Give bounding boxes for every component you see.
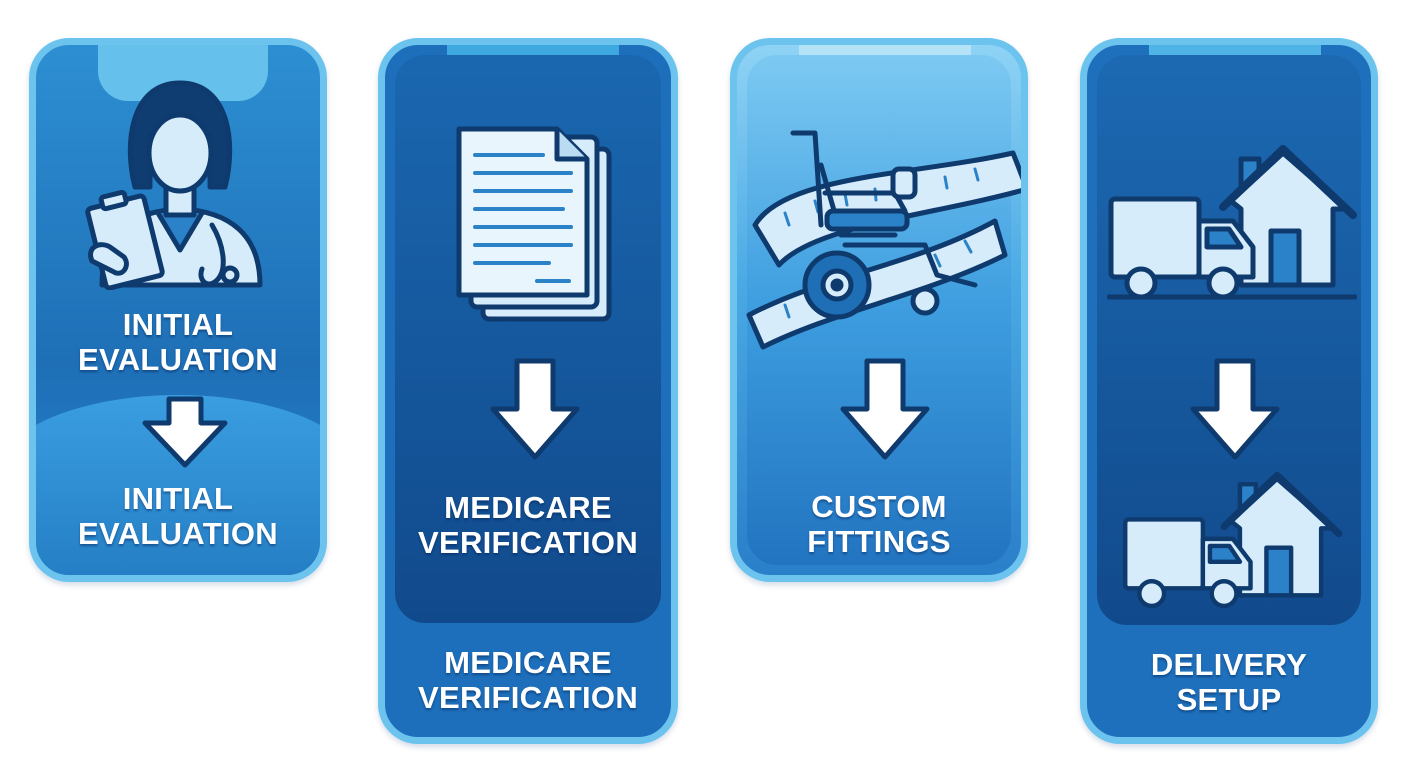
step-title-lower: DELIVERY SETUP xyxy=(1150,647,1308,717)
wheelchair-measuring-tape-icon xyxy=(746,130,1021,350)
step-title-upper: CUSTOM FITTINGS xyxy=(807,489,951,559)
step-card-initial-evaluation: INITIAL EVALUATION INITIAL EVALUATION xyxy=(29,38,327,582)
step-card-custom-fittings: CUSTOM FITTINGS xyxy=(730,38,1028,582)
step-title-upper: MEDICARE VERIFICATION xyxy=(417,490,639,560)
arrow-down-icon xyxy=(1190,358,1280,460)
arrow-down-icon xyxy=(490,358,580,460)
step-card-medicare-verification: MEDICARE VERIFICATION MEDICARE VERIFICAT… xyxy=(378,38,678,744)
delivery-truck-house-icon xyxy=(1107,145,1357,300)
documents-icon xyxy=(456,126,612,322)
step-card-delivery-setup: DELIVERY SETUP xyxy=(1080,38,1378,744)
step-title-lower: INITIAL EVALUATION xyxy=(78,481,278,551)
arrow-down-icon xyxy=(142,396,228,468)
arrow-down-icon xyxy=(840,358,930,460)
delivery-truck-house-icon xyxy=(1123,471,1343,609)
doctor-with-clipboard-icon xyxy=(85,80,263,290)
step-title-upper: INITIAL EVALUATION xyxy=(78,307,278,377)
step-title-lower: MEDICARE VERIFICATION xyxy=(417,645,639,715)
